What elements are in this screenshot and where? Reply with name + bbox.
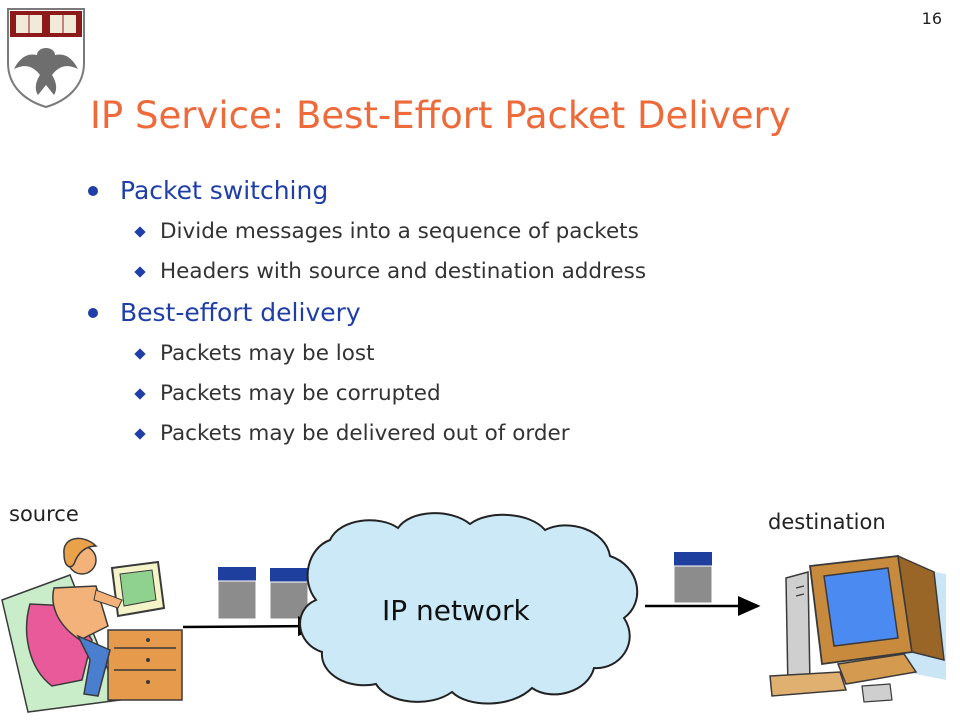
packet-icon — [217, 567, 257, 620]
person-at-computer-icon — [1, 537, 183, 713]
source-label: source — [9, 502, 79, 526]
bullet-text: Best-effort delivery — [120, 298, 361, 327]
bullet-list: Packet switching Divide messages into a … — [88, 170, 948, 454]
packet-icon — [673, 552, 713, 604]
sub-bullet-item: Packets may be lost — [88, 334, 948, 374]
slide-number: 16 — [921, 9, 942, 28]
ip-network-cloud-icon — [299, 512, 639, 705]
sub-bullet-item: Packets may be corrupted — [88, 374, 948, 414]
ip-network-label: IP network — [382, 594, 530, 627]
sub-bullet-text: Packets may be delivered out of order — [160, 421, 570, 446]
sub-bullet-item: Headers with source and destination addr… — [88, 252, 948, 292]
arrow-to-network — [182, 616, 321, 637]
sub-bullet-text: Packets may be lost — [160, 341, 375, 366]
bullet-dot-icon — [88, 308, 98, 318]
sub-bullet-text: Divide messages into a sequence of packe… — [160, 219, 639, 244]
diamond-bullet-icon — [134, 428, 146, 440]
diamond-bullet-icon — [134, 266, 146, 278]
destination-label: destination — [768, 510, 886, 534]
sub-bullet-text: Headers with source and destination addr… — [160, 259, 647, 284]
bullet-text: Packet switching — [120, 176, 329, 205]
bullet-item: Best-effort delivery — [88, 292, 948, 334]
network-diagram — [1, 512, 946, 713]
sub-bullet-item: Divide messages into a sequence of packe… — [88, 212, 948, 252]
diamond-bullet-icon — [134, 348, 146, 360]
university-crest-icon — [7, 8, 85, 109]
sub-bullet-text: Packets may be corrupted — [160, 381, 441, 406]
bullet-item: Packet switching — [88, 170, 948, 212]
bullet-dot-icon — [88, 186, 98, 196]
diamond-bullet-icon — [134, 388, 146, 400]
desktop-computer-icon — [769, 554, 946, 703]
diamond-bullet-icon — [134, 226, 146, 238]
sub-bullet-item: Packets may be delivered out of order — [88, 414, 948, 454]
slide-title: IP Service: Best-Effort Packet Delivery — [90, 94, 791, 137]
